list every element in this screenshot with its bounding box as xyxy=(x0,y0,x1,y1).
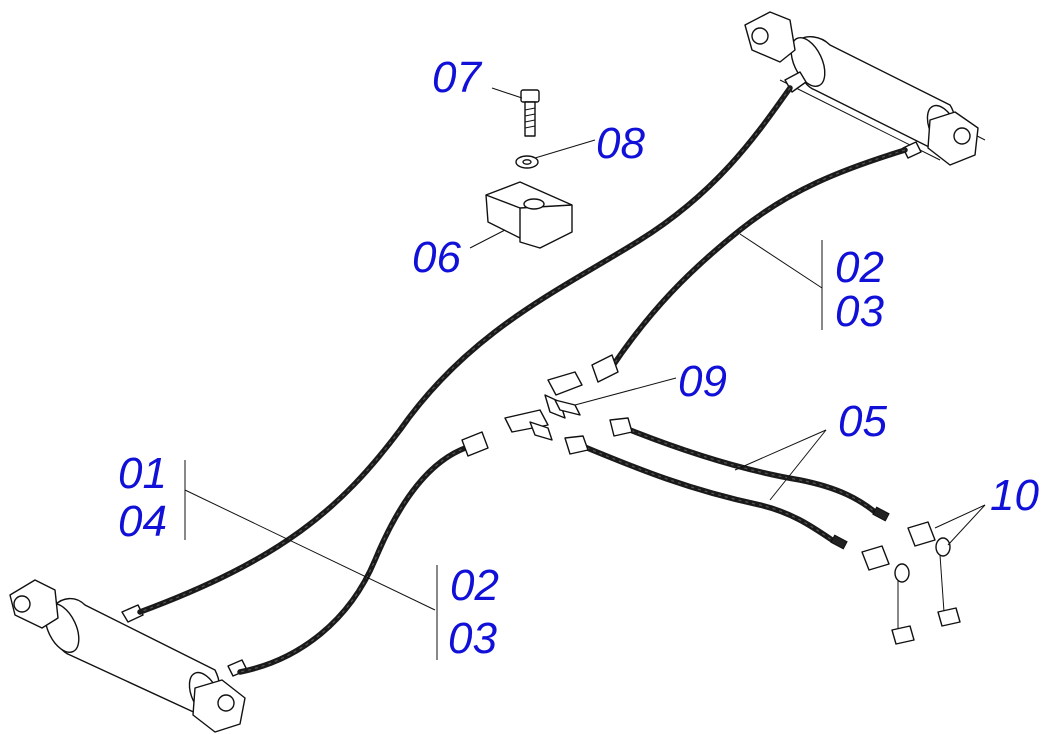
callout-07: 07 xyxy=(432,53,482,102)
callout-03-bottom: 03 xyxy=(448,614,497,663)
callout-04: 04 xyxy=(118,497,167,546)
clamp-block-part xyxy=(485,181,573,249)
mid-hose-lower xyxy=(237,431,489,675)
long-hose-upper xyxy=(137,85,793,615)
lower-cylinder xyxy=(9,579,248,733)
callout-06: 06 xyxy=(412,233,461,282)
callout-08: 08 xyxy=(596,119,645,168)
callout-09: 09 xyxy=(678,357,727,406)
tee-fitting-part xyxy=(504,371,583,441)
callout-01: 01 xyxy=(118,449,167,498)
short-hose-lower xyxy=(564,435,848,550)
coupler-part xyxy=(861,521,961,645)
callout-02-top: 02 xyxy=(835,243,884,292)
callout-10: 10 xyxy=(990,471,1039,520)
long-hose-lower xyxy=(591,147,908,383)
bolt-part xyxy=(520,89,540,137)
short-hose-upper xyxy=(609,417,890,522)
callout-05: 05 xyxy=(838,397,887,446)
callout-02-bottom: 02 xyxy=(450,561,499,610)
washer-part xyxy=(515,155,539,169)
upper-cylinder xyxy=(744,11,986,166)
callout-03-top: 03 xyxy=(835,287,884,336)
callout-labels: 01 04 02 03 02 03 05 06 07 08 09 10 xyxy=(118,53,1039,663)
leader-lines xyxy=(184,87,986,660)
